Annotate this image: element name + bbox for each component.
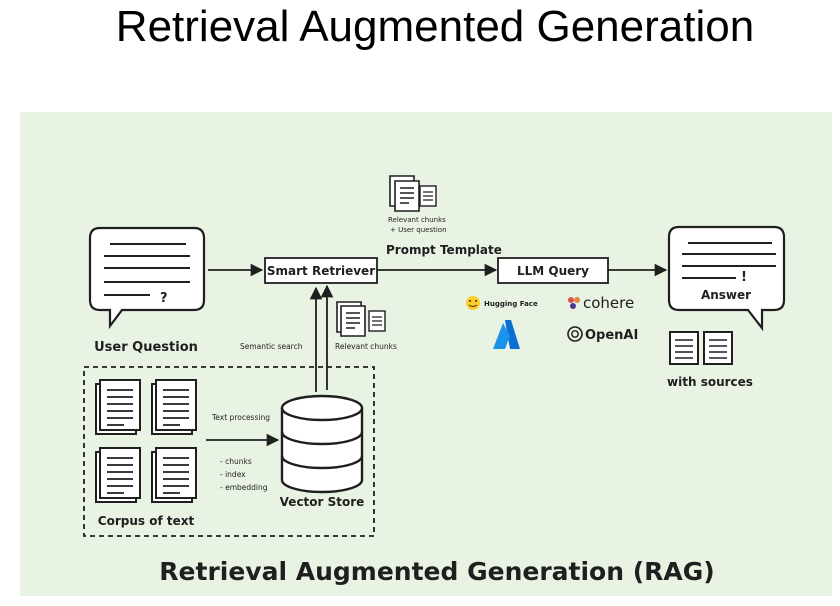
embedding-label: - embedding bbox=[220, 483, 268, 492]
chunk-documents-icon bbox=[336, 301, 386, 337]
prompt-template-label: Prompt Template bbox=[386, 243, 502, 257]
chunks-label: - chunks bbox=[220, 457, 252, 466]
question-bubble-icon bbox=[88, 226, 206, 330]
text-processing-label: Text processing bbox=[211, 413, 270, 422]
vector-store-label: Vector Store bbox=[280, 495, 365, 509]
user-question-small-label: + User question bbox=[390, 226, 447, 234]
llm-query-label: LLM Query bbox=[517, 264, 589, 278]
exclamation-mark: ! bbox=[741, 270, 747, 285]
semantic-search-label: Semantic search bbox=[240, 342, 303, 351]
banner-title: Retrieval Augmented Generation (RAG) bbox=[159, 557, 714, 586]
answer-bubble-icon bbox=[667, 225, 786, 332]
corpus-documents-icon bbox=[95, 379, 197, 503]
azure-logo bbox=[493, 320, 520, 349]
sources-documents-icon bbox=[669, 331, 733, 365]
relevant-chunks-label: Relevant chunks bbox=[335, 342, 397, 351]
smart-retriever-label: Smart Retriever bbox=[267, 264, 375, 278]
corpus-label: Corpus of text bbox=[98, 514, 195, 528]
cohere-logo bbox=[568, 297, 580, 309]
with-sources-label: with sources bbox=[667, 375, 753, 389]
question-mark: ? bbox=[160, 291, 168, 306]
relevant-chunks-top-label: Relevant chunks bbox=[388, 216, 446, 224]
cohere-label: cohere bbox=[583, 294, 634, 312]
user-question-label: User Question bbox=[94, 340, 198, 355]
index-label: - index bbox=[220, 470, 246, 479]
answer-label: Answer bbox=[701, 288, 751, 302]
smart-retriever-box bbox=[264, 257, 378, 284]
database-icon bbox=[280, 394, 364, 494]
hugging-face-logo bbox=[466, 296, 480, 310]
corpus-region bbox=[83, 366, 375, 537]
hugging-face-label: Hugging Face bbox=[484, 300, 538, 308]
document-stack-icon bbox=[389, 175, 437, 212]
openai-logo bbox=[567, 326, 583, 342]
page-title: Retrieval Augmented Generation bbox=[115, 2, 755, 51]
openai-label: OpenAI bbox=[585, 328, 638, 343]
llm-query-box bbox=[497, 257, 609, 284]
